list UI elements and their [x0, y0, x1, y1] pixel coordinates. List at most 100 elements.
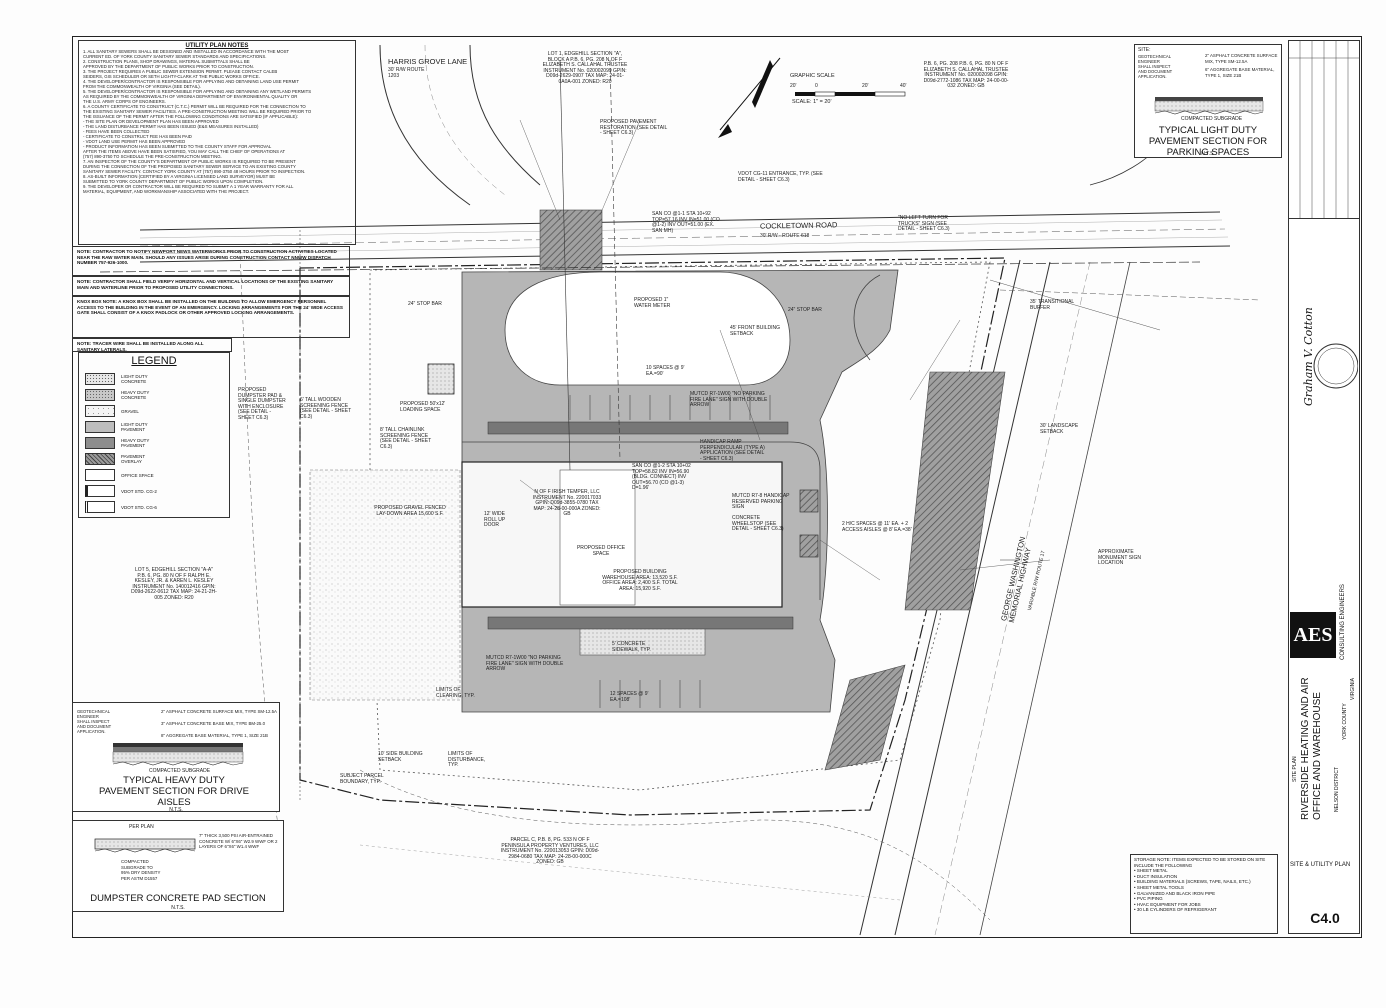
lot-northeast: P.B. 6, PG. 208 P.B. 6, PG. 80 N OF F EL…: [923, 61, 1009, 90]
dumpster-subgrade: COMPACTED SUBGRADE TO 95% DRY DENSITY PE…: [121, 859, 161, 881]
no-parking-north: MUTCD R7-1W00 "NO PARKING FIRE LANE" SIG…: [690, 391, 768, 409]
light-duty-nts: N.T.S.: [1201, 151, 1215, 157]
heavy-duty-note: GEOTECHNICAL ENGINEER SHALL INSPECT AND …: [77, 709, 112, 734]
utility-note-line: DURING THE CONNECTION OF THE PROPOSED SA…: [83, 164, 296, 169]
hc-sign-label: MUTCD R7-8 HANDICAP RESERVED PARKING SIG…: [732, 493, 790, 511]
site-plan-label: SITE PLAN: [1292, 756, 1298, 782]
tracer-wire-note: NOTE: TRACER WIRE SHALL BE INSTALLED ALO…: [72, 338, 232, 352]
state-label: VIRGINIA: [1350, 678, 1356, 700]
storage-item: • SHEET METAL: [1134, 868, 1168, 874]
pavement-overlay-patch: [539, 209, 603, 271]
legend-item: VDOT STD. CG-6: [85, 501, 161, 513]
utility-note-line: SEIDERS, GIS SCHEDULER OR SETH LIGHTY-CL…: [83, 74, 260, 79]
legend-swatch: [85, 437, 115, 449]
heavy-duty-nts: N.T.S.: [169, 807, 183, 813]
fire-lane-stripe-north: [487, 421, 789, 435]
spaces-south: 12 SPACES @ 9' EA.=108': [610, 691, 649, 703]
legend-item: LIGHT DUTY PAVEMENT: [85, 421, 161, 433]
utility-note-line: MATERIAL, EQUIPMENT, AND WORKMANSHIP ASS…: [83, 189, 250, 194]
utility-note-line: 8. AS-BUILT INFORMATION (CERTIFIED BY A …: [83, 174, 276, 179]
light-duty-site-label: SITE:: [1138, 47, 1151, 53]
wheelstop-label: CONCRETE WHEELSTOP (SEE DETAIL - SHEET C…: [732, 515, 784, 533]
building-label: PROPOSED BUILDING WAREHOUSE AREA: 13,520…: [602, 569, 678, 592]
dumpster-plan-label: PER PLAN: [129, 824, 154, 830]
no-parking-south: MUTCD R7-1W00 "NO PARKING FIRE LANE" SIG…: [486, 655, 564, 673]
legend-swatch: [85, 405, 115, 417]
limits-clearing-label: LIMITS OF CLEARING, TYP.: [436, 687, 475, 699]
spaces-north: 10 SPACES @ 9' EA.=90': [646, 365, 685, 377]
chainlink-label: 8' TALL CHAINLINK SCREENING FENCE (SEE D…: [380, 427, 432, 450]
sheet-border: [72, 36, 1362, 938]
dumpster-title: DUMPSTER CONCRETE PAD SECTION: [90, 893, 266, 904]
graphic-scale-title: GRAPHIC SCALE: [790, 73, 835, 79]
roll-up-door-label: 12' WIDE ROLL UP DOOR: [484, 511, 506, 529]
light-duty-section-graphic: [1154, 97, 1264, 115]
lot-west: LOT 5, EDGEHILL SECTION "A-A" P.B. 6, PG…: [131, 567, 217, 601]
heavy-duty-subgrade: COMPACTED SUBGRADE: [149, 768, 211, 774]
utility-note-line: (757) 890-3750 TO SCHEDULE THE PRE-CONST…: [83, 154, 222, 159]
light-duty-note: GEOTECHNICAL ENGINEER SHALL INSPECT AND …: [1138, 54, 1173, 79]
no-left-turn: "NO LEFT TURN FOR TRUCKS" SIGN (SEE DETA…: [898, 215, 950, 233]
storage-item: • SHEET METAL TOOLS: [1134, 884, 1184, 890]
utility-note-line: SUBMITTED TO YORK COUNTY DEPARTMENT OF P…: [83, 179, 264, 184]
scale-tick-0: 20': [790, 83, 797, 89]
heavy-duty-section: GEOTECHNICAL ENGINEER SHALL INSPECT AND …: [72, 702, 280, 813]
dumpster-pad: [427, 363, 455, 395]
leader-lines: [519, 119, 1051, 581]
utility-note-line: CURRENT ED. OF YORK COUNTY SANITARY SEWE…: [83, 54, 267, 59]
parcel-south: PARCEL C, P.B. 8, PG. 533 N OF F PENINSU…: [500, 837, 600, 866]
district-label: NELSON DISTRICT: [1334, 766, 1340, 812]
owner-label: N OF F IRISH TEMPER, LLC INSTRUMENT No. …: [532, 489, 602, 518]
utility-note-line: AFTER THE ITEMS ABOVE HAVE BEEN SATISFIE…: [83, 149, 286, 154]
lot-north: LOT 1, EDGEHILL SECTION "A", BLOCK A P.B…: [542, 51, 628, 85]
sanco-top-label: SAN CO @1-1 STA 10+92 TOP=57.16 INV IN=5…: [652, 211, 720, 234]
stop-bar-east: 24" STOP BAR: [788, 307, 822, 313]
south-hatched-strip: [824, 664, 906, 771]
legend-title: LEGEND: [131, 355, 177, 367]
utility-notes-title: UTILITY PLAN NOTES: [185, 43, 249, 49]
landscape-setback: 30' LANDSCAPE SETBACK: [1040, 423, 1079, 435]
storage-note-items: • SHEET METAL• DUCT INSULATION• BUILDING…: [1134, 868, 1274, 913]
legend-swatch: [85, 421, 115, 433]
legend-item: OFFICE SPACE: [85, 469, 161, 481]
storage-item: • DUCT INSULATION: [1134, 873, 1178, 879]
legend-label: OFFICE SPACE: [121, 472, 154, 478]
hc-access-aisles: [799, 489, 819, 558]
cockletown-label: COCKLETOWN ROAD: [759, 220, 838, 231]
dumpster-section-graphic: [94, 838, 196, 853]
monument-sign-label: APPROXIMATE MONUMENT SIGN LOCATION: [1098, 549, 1141, 567]
utility-note-line: 6. A COUNTY CERTIFICATE TO CONSTRUCT (C.…: [83, 104, 306, 109]
heavy-duty-section-graphic: [112, 743, 244, 766]
gw-highway: [859, 259, 1131, 936]
harris-grove-sub: 30' R/W ROUTE 1203: [388, 67, 425, 79]
graphic-scale-bar: [795, 91, 906, 97]
office-footprint: [559, 469, 636, 606]
front-setback-45: 45' FRONT BUILDING SETBACK: [730, 325, 781, 337]
fire-lane-stripe-south: [487, 616, 794, 630]
light-duty-section: SITE: GEOTECHNICAL ENGINEER SHALL INSPEC…: [1134, 44, 1282, 158]
parking-north: [569, 395, 771, 420]
utility-note-line: 5. THE DEVELOPER/CONTRACTOR IS RESPONSIB…: [83, 89, 312, 94]
harris-grove-lane: [379, 44, 541, 206]
legend-item: VDOT STD. CG-2: [85, 485, 161, 497]
county-label: YORK COUNTY: [1342, 703, 1348, 740]
storage-item: • HVAC EQUIPMENT FOR JOBS: [1134, 901, 1201, 907]
light-duty-title: TYPICAL LIGHT DUTY PAVEMENT SECTION FOR …: [1148, 125, 1268, 158]
dumpster-nts: N.T.S.: [171, 905, 185, 911]
legend-label: GRAVEL: [121, 408, 139, 414]
sanco-label: SAN CO @1-2 STA 10+02 TOP=58.82 INV IN=5…: [632, 463, 691, 492]
utility-note-line: SANITARY SEWER FACILITY. CONTACT YORK CO…: [83, 169, 306, 174]
firm-full-name: CONSULTING ENGINEERS: [1340, 584, 1346, 660]
knox-box-note: KNOX BOX NOTE: A KNOX BOX SHALL BE INSTA…: [72, 296, 350, 338]
spaces-east: 2 H/C SPACES @ 11' EA. + 2 ACCESS AISLES…: [842, 521, 912, 533]
wood-fence-label: 6' TALL WOODEN SCREENING FENCE (SEE DETA…: [300, 397, 352, 420]
utility-note-line: 4. THE DEVELOPER/CONTRACTOR IS RESPONSIB…: [83, 79, 300, 84]
legend-item: LIGHT DUTY CONCRETE: [85, 373, 161, 385]
utility-note-line: - FEES HAVE BEEN COLLECTED: [83, 129, 150, 134]
utility-lines: [99, 59, 1261, 921]
utility-note-line: THE EXISTING SANITARY SEWER FACILITIES. …: [83, 109, 312, 114]
legend-swatch: [85, 501, 115, 513]
transitional-buffer: 35' TRANSITIONAL BUFFER: [1030, 299, 1075, 311]
